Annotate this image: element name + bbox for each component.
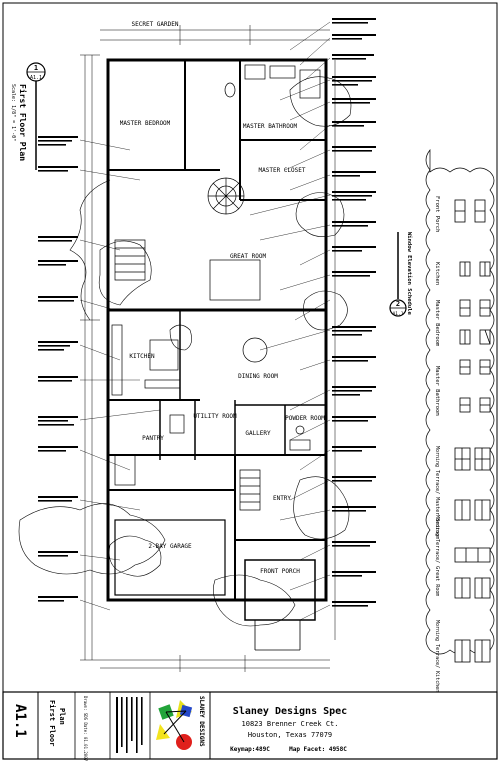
window-col-label-2: Master Bedroom <box>434 300 440 347</box>
keymap-text: Keymap:489C <box>230 746 270 753</box>
title-block <box>2 691 498 760</box>
room-label-kitchen: KITCHEN <box>129 353 155 360</box>
address-line2: Houston, Texas 77079 <box>248 731 332 739</box>
room-label-garage: 2-BAY GARAGE <box>148 543 192 550</box>
sheet-title-line2: Plan <box>58 708 66 725</box>
sheet-number: A1.1 <box>12 704 28 738</box>
slaney-logo <box>156 700 193 750</box>
room-label-great-room: GREAT ROOM <box>230 253 267 260</box>
window-schedule-tag: 2 A1.1 Window Elevation Schedule <box>389 232 412 317</box>
room-label-pantry: PANTRY <box>142 435 164 442</box>
firm-name: Slaney Designs Spec <box>233 705 347 717</box>
room-label-powder-room: POWDER ROOM <box>285 415 325 422</box>
window-col-label-3: Master Bathroom <box>434 366 440 416</box>
leader-lines <box>79 21 331 621</box>
window-tag-sheet: A1.1 <box>393 311 404 317</box>
title-block-side-text: Drawn: SDS Date: 01.01.2007 <box>83 696 88 762</box>
room-label-secret-garden: SECRET GARDEN <box>132 21 179 28</box>
window-schedule-title: Window Elevation Schedule <box>406 232 412 315</box>
window-col-label-6: Morning Terrace/ Kitchen <box>434 620 440 692</box>
room-label-master-closet: MASTER CLOSET <box>259 167 306 174</box>
address-line1: 10823 Brenner Creek Ct. <box>242 720 339 728</box>
annotation-notes <box>38 18 376 607</box>
sheet-title-line1: First Floor <box>48 700 56 746</box>
title-block-fine-print <box>116 697 143 753</box>
window-tag-number: 2 <box>396 300 400 308</box>
drawing-title-tag: 1 A1.1 First Floor Plan Scale: 1/8" = 1'… <box>10 62 46 170</box>
dimension-lines <box>80 25 336 672</box>
drawing-tag-sheet: A1.1 <box>30 75 42 81</box>
window-col-label-5: Morning Terrace/ Great Room <box>434 515 440 596</box>
fixtures <box>111 64 321 511</box>
drawing-title: First Floor Plan <box>18 84 28 161</box>
room-label-master-bathroom: MASTER BATHROOM <box>243 123 298 130</box>
landscape-plantings <box>18 76 352 627</box>
room-label-entry: ENTRY <box>273 495 291 502</box>
window-col-label-0: Front Porch <box>434 196 440 232</box>
room-label-master-bedroom: MASTER BEDROOM <box>120 120 171 127</box>
room-label-gallery: GALLERY <box>245 430 271 437</box>
window-col-label-4: Morning Terrace/ Master Bedroom <box>434 446 440 539</box>
room-label-front-porch: FRONT PORCH <box>260 568 300 575</box>
room-label-dining-room: DINING ROOM <box>238 373 278 380</box>
room-label-utility-room: UTILITY ROOM <box>193 413 237 420</box>
logo-text: SLANEY DESIGNS <box>198 696 205 747</box>
drawing-tag-number: 1 <box>34 64 38 72</box>
map-facet-text: Map Facet: 4958C <box>289 746 347 753</box>
window-elevations <box>454 199 491 663</box>
drawing-scale: Scale: 1/8" = 1'-0" <box>10 84 16 141</box>
window-col-label-1: Kitchen <box>434 262 440 285</box>
building-walls <box>106 58 328 651</box>
